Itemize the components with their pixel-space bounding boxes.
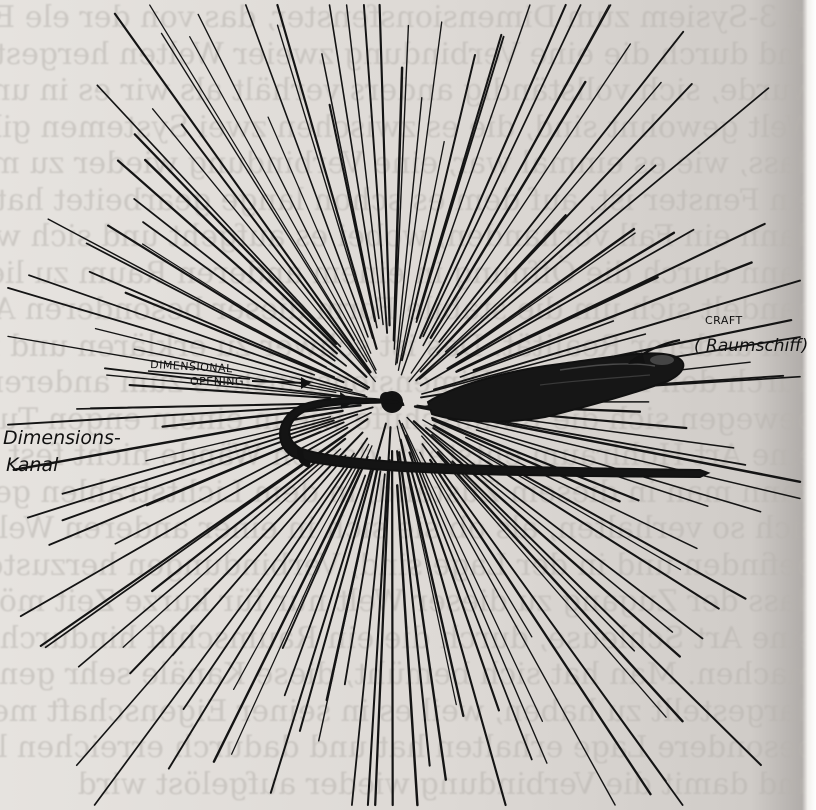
ray	[439, 32, 683, 342]
ray	[433, 420, 620, 502]
ray	[434, 425, 746, 598]
label-dimensions-kanal-2: Kanal	[6, 454, 59, 476]
ray	[285, 475, 366, 695]
ray	[130, 433, 362, 674]
label-craft: CRAFT	[705, 314, 743, 327]
ray	[397, 485, 417, 805]
ray	[232, 446, 372, 754]
ray	[392, 451, 393, 805]
opening-arrow	[252, 381, 305, 383]
ray	[162, 33, 367, 361]
ray	[453, 462, 761, 766]
ray	[417, 35, 502, 319]
ray	[95, 454, 354, 806]
craft-body	[428, 353, 683, 421]
ray	[169, 463, 355, 769]
ray	[438, 452, 683, 721]
ray	[436, 463, 666, 781]
ray	[123, 449, 340, 647]
ray	[380, 5, 390, 325]
ray	[420, 5, 566, 338]
craft-canopy	[650, 355, 674, 365]
ray	[409, 83, 661, 382]
label-raumschiff: ( Raumschiff)	[694, 336, 808, 356]
ray	[77, 455, 346, 765]
ray	[143, 244, 352, 376]
ray	[446, 165, 645, 351]
ray	[442, 414, 800, 499]
ray	[423, 420, 681, 570]
ray	[402, 55, 475, 360]
label-dimensions-kanal-1: Dimensions-	[3, 427, 121, 449]
label-opening: OPENING	[190, 375, 244, 388]
ray	[327, 458, 380, 700]
ray	[421, 84, 692, 372]
